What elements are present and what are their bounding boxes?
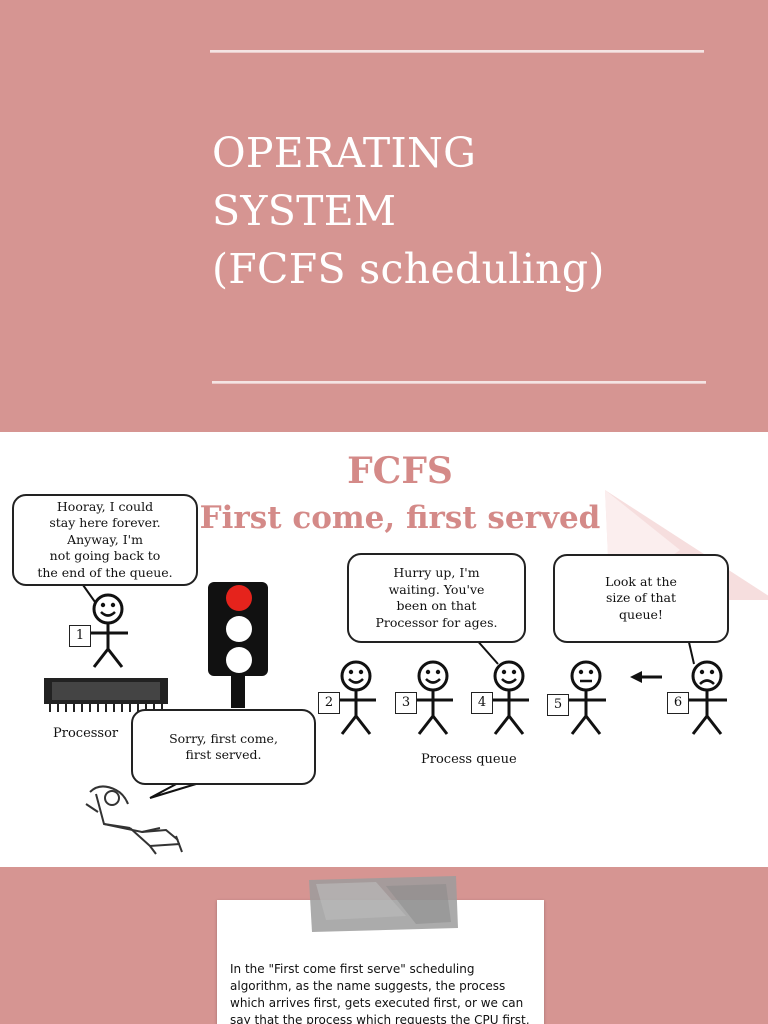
speech-text: Sorry, first come, first served. [169,730,278,763]
speech-bubble-hurry: Hurry up, I'm waiting. You've been on th… [347,553,526,643]
process-number-6: 6 [667,692,689,714]
processor-label: Processor [53,726,119,741]
processor-chip-icon [44,678,168,712]
definition-slide: In the "First come first serve" scheduli… [0,867,768,1024]
speech-bubble-sorry: Sorry, first come, first served. [131,709,316,785]
process-number-2: 2 [318,692,340,714]
bottom-divider [212,381,706,383]
stick-figure-process-3 [411,660,455,736]
bubble-tail [82,584,96,603]
speech-bubble-processor: Hooray, I could stay here forever. Anywa… [12,494,198,586]
speech-text: Hurry up, I'm waiting. You've been on th… [375,565,498,630]
slide-title: OPERATING SYSTEM (FCFS scheduling) [212,124,605,298]
title-line-2: SYSTEM [212,187,397,235]
process-number-1: 1 [69,625,91,647]
stick-figure-process-1 [86,593,130,669]
stick-figure-process-5 [564,660,608,736]
speech-text: Look at the size of that queue! [605,573,677,622]
yellow-light [226,616,252,642]
fcfs-subheading: First come, first served [199,500,601,536]
fcfs-heading: FCFS [347,450,453,492]
title-slide: OPERATING SYSTEM (FCFS scheduling) [0,0,768,432]
title-line-1: OPERATING [212,129,477,177]
red-light [226,585,252,611]
fcfs-drawing [44,582,729,855]
process-number-4: 4 [471,692,493,714]
stick-figure-process-4 [487,660,531,736]
bubble-tail [149,781,197,799]
process-number-3: 3 [395,692,417,714]
speech-text: Hooray, I could stay here forever. Anywa… [37,498,173,580]
title-line-3: (FCFS scheduling) [212,245,605,293]
speech-bubble-look: Look at the size of that queue! [553,554,729,643]
stick-figure-process-6 [685,660,729,736]
arrow-left-icon [630,671,662,683]
process-number-5: 5 [547,694,569,716]
note-text: In the "First come first serve" scheduli… [230,962,530,1024]
tape-icon [309,876,458,932]
top-divider [210,50,704,52]
reclining-figure-icon [85,785,183,855]
stick-figure-process-2 [334,660,378,736]
process-queue-label: Process queue [421,752,517,767]
green-light [226,647,252,673]
traffic-light-icon [208,582,268,708]
fcfs-illustration-slide: FCFS First come, first served [0,432,768,867]
